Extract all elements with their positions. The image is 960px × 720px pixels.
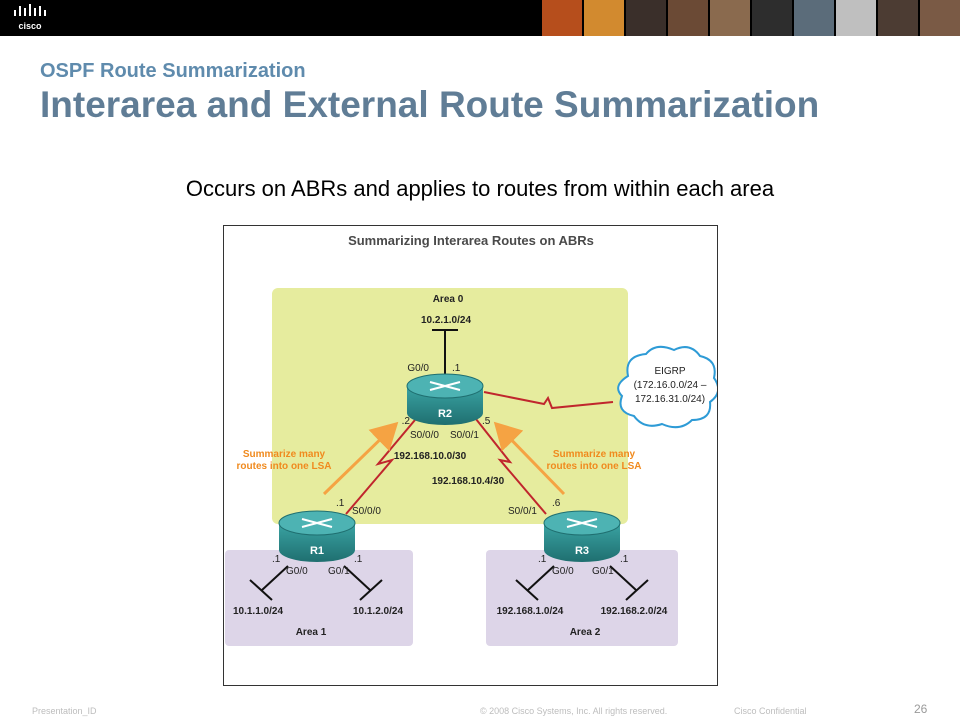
r1-g01-label: G0/1 — [328, 566, 350, 577]
lan-r3-a-bar — [515, 579, 539, 601]
lan-r3-a-label: 192.168.1.0/24 — [497, 606, 564, 617]
summarize-right-line2: routes into one LSA — [547, 461, 642, 472]
eigrp-label: EIGRP — [654, 366, 685, 377]
header-bar: cisco — [0, 0, 960, 36]
summarize-left-line1: Summarize many — [243, 449, 326, 460]
header-photo — [582, 0, 624, 36]
header-photo — [792, 0, 834, 36]
area1-label: Area 1 — [296, 627, 327, 638]
eigrp-cloud: EIGRP (172.16.0.0/24 – 172.16.31.0/24) — [617, 345, 717, 429]
r2-s000-ip: .2 — [402, 416, 411, 427]
header-photo — [750, 0, 792, 36]
footer-confidential: Cisco Confidential — [734, 706, 807, 716]
r3-g01-ip: .1 — [620, 554, 629, 565]
r1-g01-ip: .1 — [354, 554, 363, 565]
r1-g00-label: G0/0 — [286, 566, 308, 577]
lan-r1-b-line — [343, 565, 371, 591]
r2-g00-label: G0/0 — [407, 363, 429, 374]
photo-strip — [540, 0, 960, 36]
lan-r1-a-bar — [249, 579, 273, 601]
r3-g00-ip: .1 — [538, 554, 547, 565]
router-r2-arrows-icon — [429, 381, 461, 391]
r3-g01-label: G0/1 — [592, 566, 614, 577]
router-r2-label: R2 — [438, 408, 452, 420]
area2-box — [486, 550, 678, 646]
summarize-right-line1: Summarize many — [553, 449, 636, 460]
r3-s001-ip: .6 — [552, 498, 561, 509]
header-photo — [624, 0, 666, 36]
page-number: 26 — [914, 702, 928, 716]
router-r1-label: R1 — [310, 545, 324, 557]
header-photo — [834, 0, 876, 36]
footer-copyright: © 2008 Cisco Systems, Inc. All rights re… — [480, 706, 668, 716]
lan-r3-b-label: 192.168.2.0/24 — [601, 606, 668, 617]
slide-bullet: Occurs on ABRs and applies to routes fro… — [185, 176, 775, 201]
r2-g00-ip: .1 — [452, 363, 461, 374]
lan-r3-a-line — [527, 565, 555, 591]
diagram-svg: Summarizing Interarea Routes on ABRs Are… — [225, 233, 717, 646]
diagram-figure: Summarizing Interarea Routes on ABRs Are… — [223, 225, 718, 686]
r3-s001-label: S0/0/1 — [508, 506, 537, 517]
r2-s001-ip: .5 — [482, 416, 491, 427]
router-r3-label: R3 — [575, 545, 589, 557]
link1-network: 192.168.10.0/30 — [394, 451, 467, 462]
lan-r1-a-label: 10.1.1.0/24 — [233, 606, 283, 617]
lan-r1-b-bar — [359, 579, 383, 601]
router-r2[interactable]: R2 — [406, 373, 484, 425]
summarize-left-line2: routes into one LSA — [237, 461, 332, 472]
area1-box — [225, 550, 413, 646]
serial-link-r3-r2 — [471, 413, 547, 515]
r2-s001-label: S0/0/1 — [450, 430, 479, 441]
diagram-title: Summarizing Interarea Routes on ABRs — [348, 233, 594, 248]
summarize-arrow-left — [322, 421, 399, 496]
summarize-arrow-right — [493, 421, 566, 496]
area0-label: Area 0 — [433, 294, 464, 305]
eigrp-range-end: 172.16.31.0/24) — [635, 394, 705, 405]
slide-subtitle: OSPF Route Summarization — [40, 60, 306, 82]
serial-link-r1-r2 — [345, 413, 421, 515]
lan-r1-a-line — [261, 565, 289, 591]
r3-g00-label: G0/0 — [552, 566, 574, 577]
header-photo — [666, 0, 708, 36]
header-photo — [876, 0, 918, 36]
cisco-logo-text: cisco — [18, 21, 42, 31]
router-r1[interactable]: R1 — [278, 510, 356, 562]
router-r3[interactable]: R3 — [543, 510, 621, 562]
link2-network: 192.168.10.4/30 — [432, 476, 505, 487]
r1-s000-ip: .1 — [336, 498, 345, 509]
router-r1-arrows-icon — [301, 518, 333, 528]
r1-g00-ip: .1 — [272, 554, 281, 565]
header-photo — [708, 0, 750, 36]
lan-r1-b-label: 10.1.2.0/24 — [353, 606, 403, 617]
r2-s000-label: S0/0/0 — [410, 430, 439, 441]
lan-r3-b-bar — [625, 579, 649, 601]
eigrp-range-start: (172.16.0.0/24 – — [634, 380, 707, 391]
header-photo — [918, 0, 960, 36]
eigrp-link — [483, 391, 614, 410]
r1-s000-label: S0/0/0 — [352, 506, 381, 517]
cisco-logo: cisco — [14, 4, 46, 31]
lan-r2-label: 10.2.1.0/24 — [421, 315, 471, 326]
slide-title: Interarea and External Route Summarizati… — [40, 84, 820, 125]
router-r3-arrows-icon — [566, 518, 598, 528]
header-photo — [540, 0, 582, 36]
lan-r3-b-line — [609, 565, 637, 591]
area2-label: Area 2 — [570, 627, 601, 638]
footer-presentation-id: Presentation_ID — [32, 706, 97, 716]
